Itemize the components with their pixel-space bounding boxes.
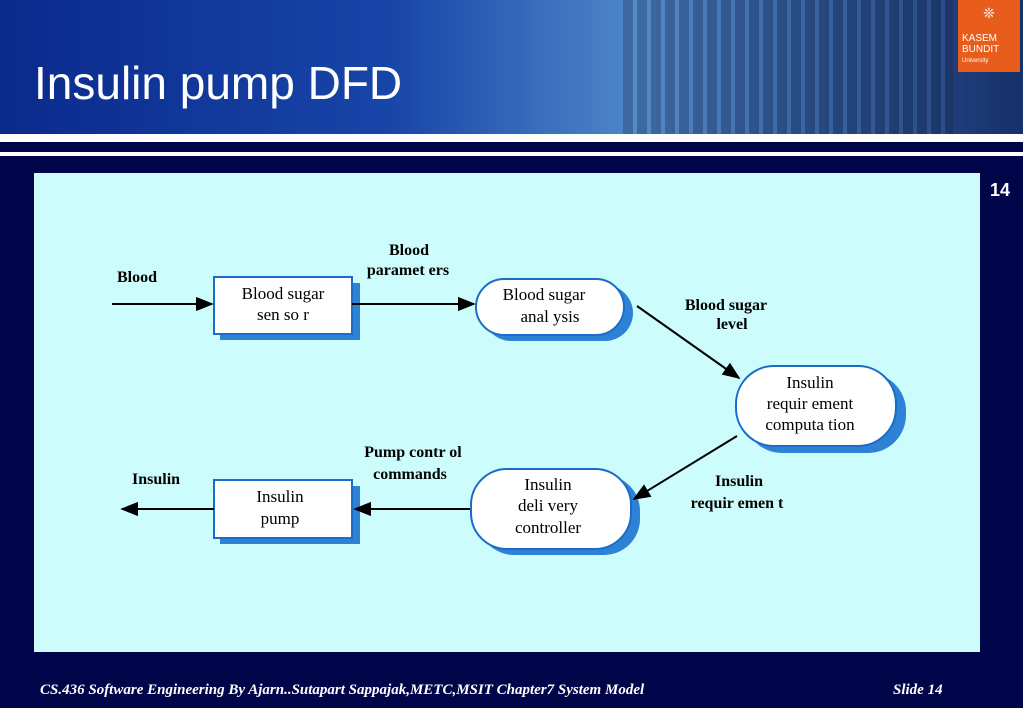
sparkle-icon: ❊ (983, 5, 995, 21)
node-blood-sugar-sensor: Blood sugar sen so r (213, 276, 360, 340)
analysis-label-line2: anal ysis (520, 307, 579, 326)
controller-label-line2: deli very (518, 496, 578, 515)
slide-number: 14 (990, 180, 1011, 200)
flow-pump-commands-line2: commands (373, 466, 447, 483)
flow-pump-commands-line1: Pump contr ol (364, 444, 462, 461)
header-divider (0, 134, 1023, 142)
computation-label-line3: computa tion (765, 415, 855, 434)
flow-blood-sugar-level-line2: level (716, 316, 748, 333)
footer-course-info: CS.436 Software Engineering By Ajarn..Su… (40, 682, 645, 698)
logo-line-2: BUNDIT (962, 44, 1000, 55)
label-insulin-out: Insulin (132, 471, 180, 488)
flow-blood-parameters-line1: Blood (389, 242, 429, 259)
flow-insulin-requirement-line2: requir emen t (691, 495, 784, 512)
logo-line-1: KASEM (962, 33, 998, 44)
sensor-label-line2: sen so r (257, 305, 309, 324)
controller-label-line3: controller (515, 518, 581, 537)
flow-blood-sugar-level-line1: Blood sugar (685, 297, 767, 314)
arrow-insulin-requirement (632, 435, 738, 500)
header-divider-gap (0, 142, 1023, 152)
node-insulin-pump: Insulin pump (213, 479, 360, 544)
computation-label-line2: requir ement (767, 394, 854, 413)
logo-line-3: University (962, 58, 989, 64)
university-logo: ❊ KASEM BUNDIT University (958, 0, 1020, 72)
dfd-canvas: Blood sugar sen so r Blood sugar anal ys… (112, 242, 906, 555)
header-divider-lower (0, 152, 1023, 156)
sensor-label-line1: Blood sugar (242, 284, 325, 303)
footer-slide-number: Slide 14 (893, 682, 943, 698)
slide-title: Insulin pump DFD (34, 57, 403, 109)
flow-blood-parameters-line2: paramet ers (367, 262, 449, 279)
node-blood-sugar-analysis: Blood sugar anal ysis (475, 278, 633, 341)
arrow-blood-sugar-level (636, 305, 741, 380)
pump-label-line1: Insulin (256, 487, 304, 506)
node-insulin-requirement-computation: Insulin requir ement computa tion (735, 365, 906, 453)
dfd-diagram: Blood sugar sen so r Blood sugar anal ys… (34, 173, 980, 652)
node-insulin-delivery-controller: Insulin deli very controller (470, 468, 640, 555)
slide-header: Insulin pump DFD ❊ KASEM BUNDIT Universi… (0, 0, 1023, 134)
circuit-board-image (623, 0, 953, 134)
label-blood-in: Blood (117, 269, 157, 286)
pump-label-line2: pump (261, 509, 300, 528)
flow-insulin-requirement-line1: Insulin (715, 473, 763, 490)
analysis-label-line1: Blood sugar (503, 285, 586, 304)
controller-label-line1: Insulin (524, 475, 572, 494)
computation-label-line1: Insulin (786, 373, 834, 392)
